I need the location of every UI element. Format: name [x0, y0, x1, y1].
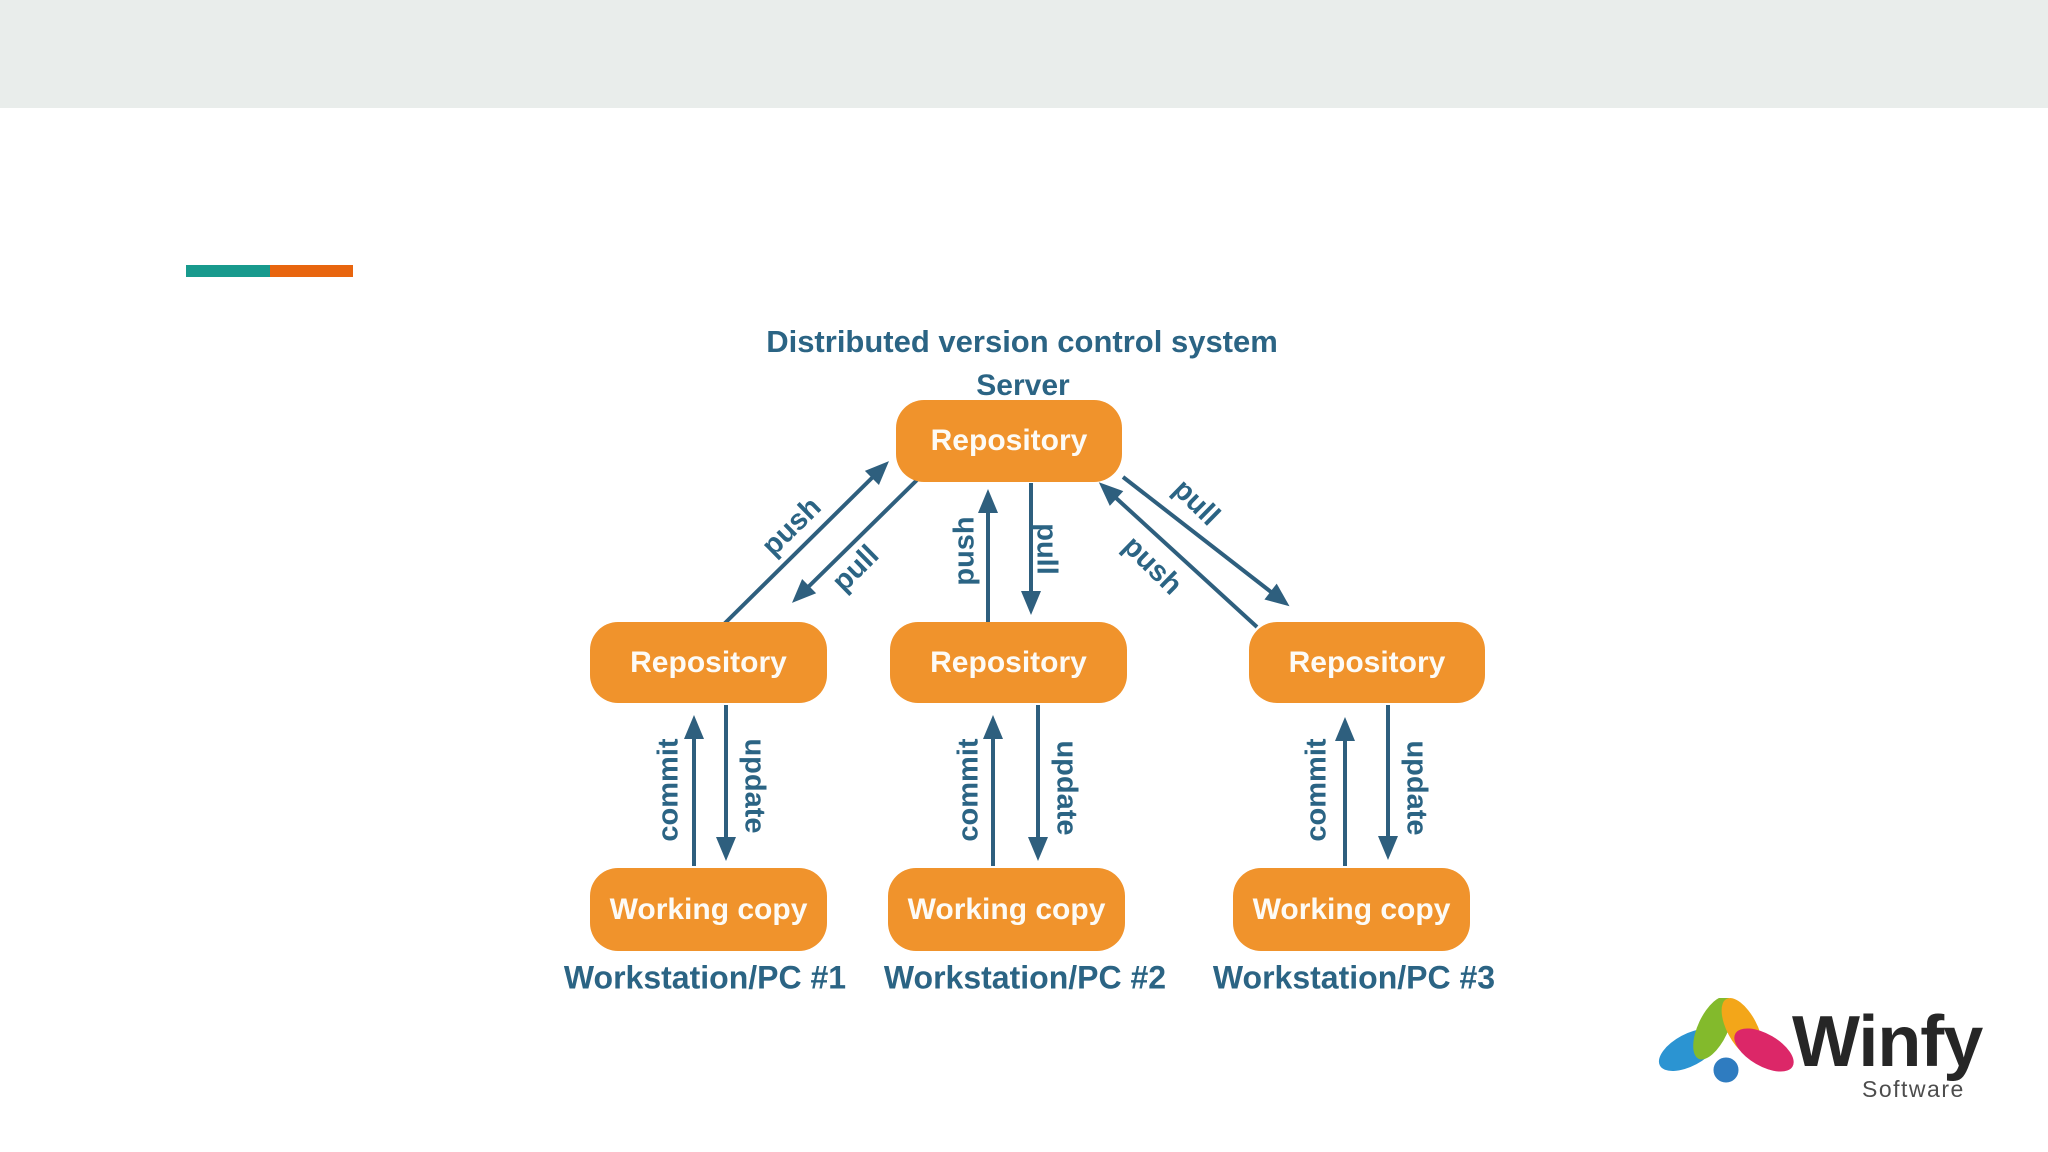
- working-copy-node-2: Working copy: [888, 868, 1125, 951]
- repository-node-1: Repository: [590, 622, 827, 703]
- commit-label-1: commit: [652, 738, 685, 842]
- workstation-caption-3: Workstation/PC #3: [1212, 959, 1496, 996]
- working-copy-node-3: Working copy: [1233, 868, 1470, 951]
- pull-label-middle: pull: [1030, 523, 1063, 575]
- push-label-right: push: [1116, 529, 1189, 602]
- update-label-3: update: [1400, 740, 1433, 836]
- repository-node-3: Repository: [1249, 622, 1485, 703]
- commit-label-2: commit: [952, 738, 985, 842]
- accent-bar-orange: [270, 265, 353, 277]
- pull-label-right: pull: [1166, 473, 1226, 533]
- server-caption: Server: [976, 369, 1070, 402]
- accent-bar-teal: [186, 265, 270, 277]
- update-label-1: update: [738, 738, 771, 834]
- winfy-flower-icon: [1658, 998, 1794, 1088]
- logo-brand-text: Winfy: [1792, 1002, 1983, 1082]
- commit-label-3: commit: [1300, 738, 1333, 842]
- push-label-middle: push: [948, 516, 981, 586]
- diagram-title: Distributed version control system: [766, 324, 1278, 359]
- winfy-logo: Winfy Software: [1655, 998, 2048, 1128]
- workstation-caption-2: Workstation/PC #2: [883, 959, 1167, 996]
- logo-subtitle-text: Software: [1862, 1076, 1965, 1102]
- server-repository-node: Repository: [896, 400, 1122, 482]
- working-copy-node-1: Working copy: [590, 868, 827, 951]
- push-label-left: push: [755, 490, 828, 563]
- flower-petals: [1658, 998, 1794, 1088]
- workstation-caption-1: Workstation/PC #1: [563, 959, 847, 996]
- pull-label-left: pull: [826, 539, 886, 599]
- repository-node-2: Repository: [890, 622, 1127, 703]
- top-bar: [0, 0, 2048, 108]
- update-label-2: update: [1050, 740, 1083, 836]
